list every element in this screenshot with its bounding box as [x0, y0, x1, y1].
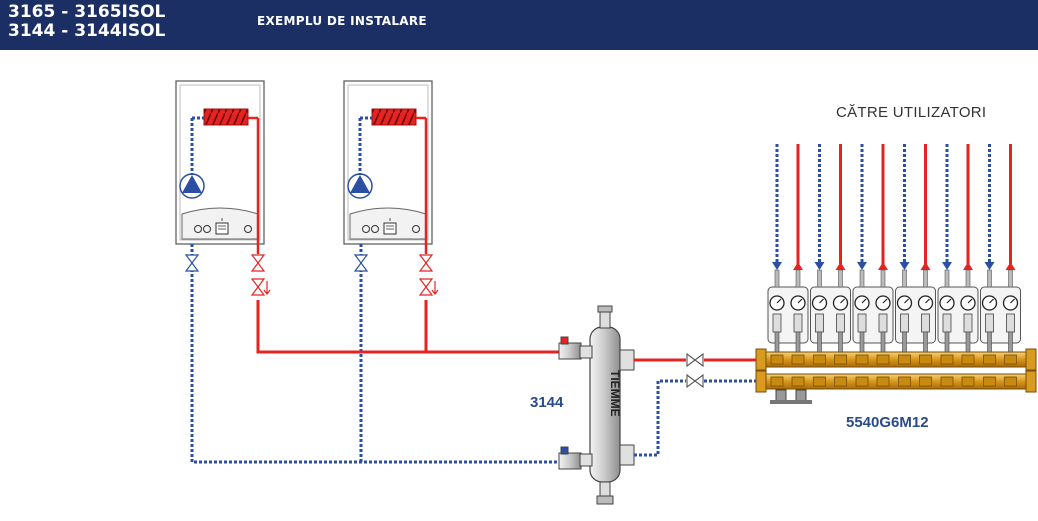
manifold: [755, 286, 1037, 404]
product-code-line-1: 3165 - 3165ISOL: [8, 2, 166, 22]
boiler-flow-valves: [251, 254, 439, 296]
manifold-label: 5540G6M12: [846, 414, 929, 431]
product-code-line-2: 3144 - 3144ISOL: [8, 21, 166, 41]
installation-diagram: TIEMME: [175, 80, 1037, 505]
separator-brand: TIEMME: [608, 370, 622, 417]
user-circuit-lines: [899, 144, 931, 288]
page-header: 3165 - 3165ISOL 3144 - 3144ISOL EXEMPLU …: [0, 0, 1038, 50]
user-circuit-lines: [814, 144, 846, 288]
user-circuit-lines: [857, 144, 888, 288]
user-circuit-lines: [772, 144, 803, 288]
separator-label: 3144: [530, 394, 564, 411]
product-codes: 3165 - 3165ISOL 3144 - 3144ISOL: [8, 3, 165, 41]
manifold-circuit: [852, 286, 894, 387]
user-circuit-lines: [942, 144, 973, 288]
return-pipes-boilers: [190, 244, 560, 464]
page-title: EXEMPLU DE INSTALARE: [257, 14, 427, 28]
flow-pipes-boilers: [256, 300, 566, 354]
boiler-1: [175, 80, 265, 254]
user-lines: [772, 144, 1016, 288]
boiler-2: [343, 80, 433, 254]
separator-to-manifold-pipes: [634, 353, 770, 457]
manifold-circuit: [810, 286, 851, 387]
manifold-circuits: [767, 286, 1021, 387]
boiler-return-valves: [185, 254, 368, 272]
manifold-circuit: [895, 286, 936, 387]
to-users-label: CĂTRE UTILIZATORI: [836, 104, 987, 121]
hydraulic-separator: TIEMME: [558, 305, 635, 505]
manifold-circuit: [937, 286, 979, 387]
manifold-circuit: [767, 286, 809, 387]
user-circuit-lines: [984, 144, 1016, 288]
manifold-circuit: [980, 286, 1021, 387]
